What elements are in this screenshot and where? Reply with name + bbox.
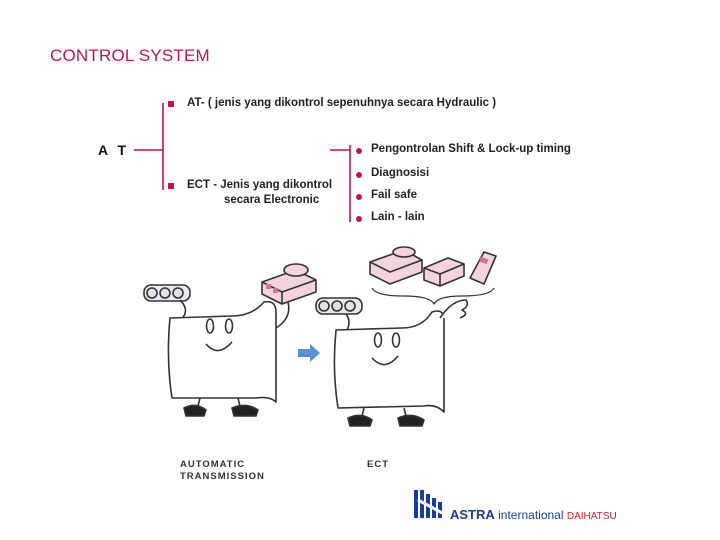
caption-ect: ECT bbox=[367, 459, 389, 470]
feature-dot bbox=[356, 148, 362, 154]
transition-arrow-icon bbox=[298, 344, 320, 362]
caption-line: TRANSMISSION bbox=[180, 471, 265, 482]
feature-dot bbox=[356, 216, 362, 222]
branch-ect-text-line2: secara Electronic bbox=[224, 194, 320, 206]
branch-ect-text-line1: ECT - Jenis yang dikontrol bbox=[187, 179, 333, 191]
caption-automatic-transmission: AUTOMATIC TRANSMISSION bbox=[180, 459, 265, 483]
branch-bullet bbox=[168, 101, 174, 107]
feature-dot bbox=[356, 172, 362, 178]
page-title: CONTROL SYSTEM bbox=[50, 46, 210, 65]
astra-logo-mark-icon bbox=[414, 490, 448, 518]
ect-character-illustration bbox=[315, 246, 497, 427]
hydraulic-unit-icon bbox=[261, 263, 317, 305]
feature-item-shift: Pengontrolan Shift & Lock-up timing bbox=[371, 143, 571, 155]
root-label-at: A T bbox=[98, 142, 130, 158]
logo-brand: ASTRA bbox=[450, 507, 495, 522]
sensor-device-icon bbox=[469, 251, 497, 285]
feature-item-diagnosis: Diagnosisi bbox=[371, 167, 430, 179]
feature-item-fail-safe: Fail safe bbox=[371, 189, 418, 201]
feature-dot bbox=[356, 194, 362, 200]
feature-item-others: Lain - lain bbox=[371, 211, 425, 223]
valve-body-icon bbox=[143, 284, 191, 302]
logo-word: international bbox=[498, 508, 564, 522]
valve-body-icon bbox=[315, 297, 363, 315]
ecu-box-icon bbox=[423, 257, 465, 287]
hydraulic-unit-icon bbox=[369, 246, 423, 285]
logo-partner: DAIHATSU bbox=[566, 511, 617, 522]
branch-at-text: AT- ( jenis yang dikontrol sepenuhnya se… bbox=[187, 97, 497, 109]
footer-logo: ASTRA international DAIHATSU bbox=[450, 507, 617, 522]
caption-line: AUTOMATIC bbox=[180, 459, 246, 470]
at-character-illustration bbox=[143, 263, 317, 417]
branch-bullet bbox=[168, 183, 174, 189]
